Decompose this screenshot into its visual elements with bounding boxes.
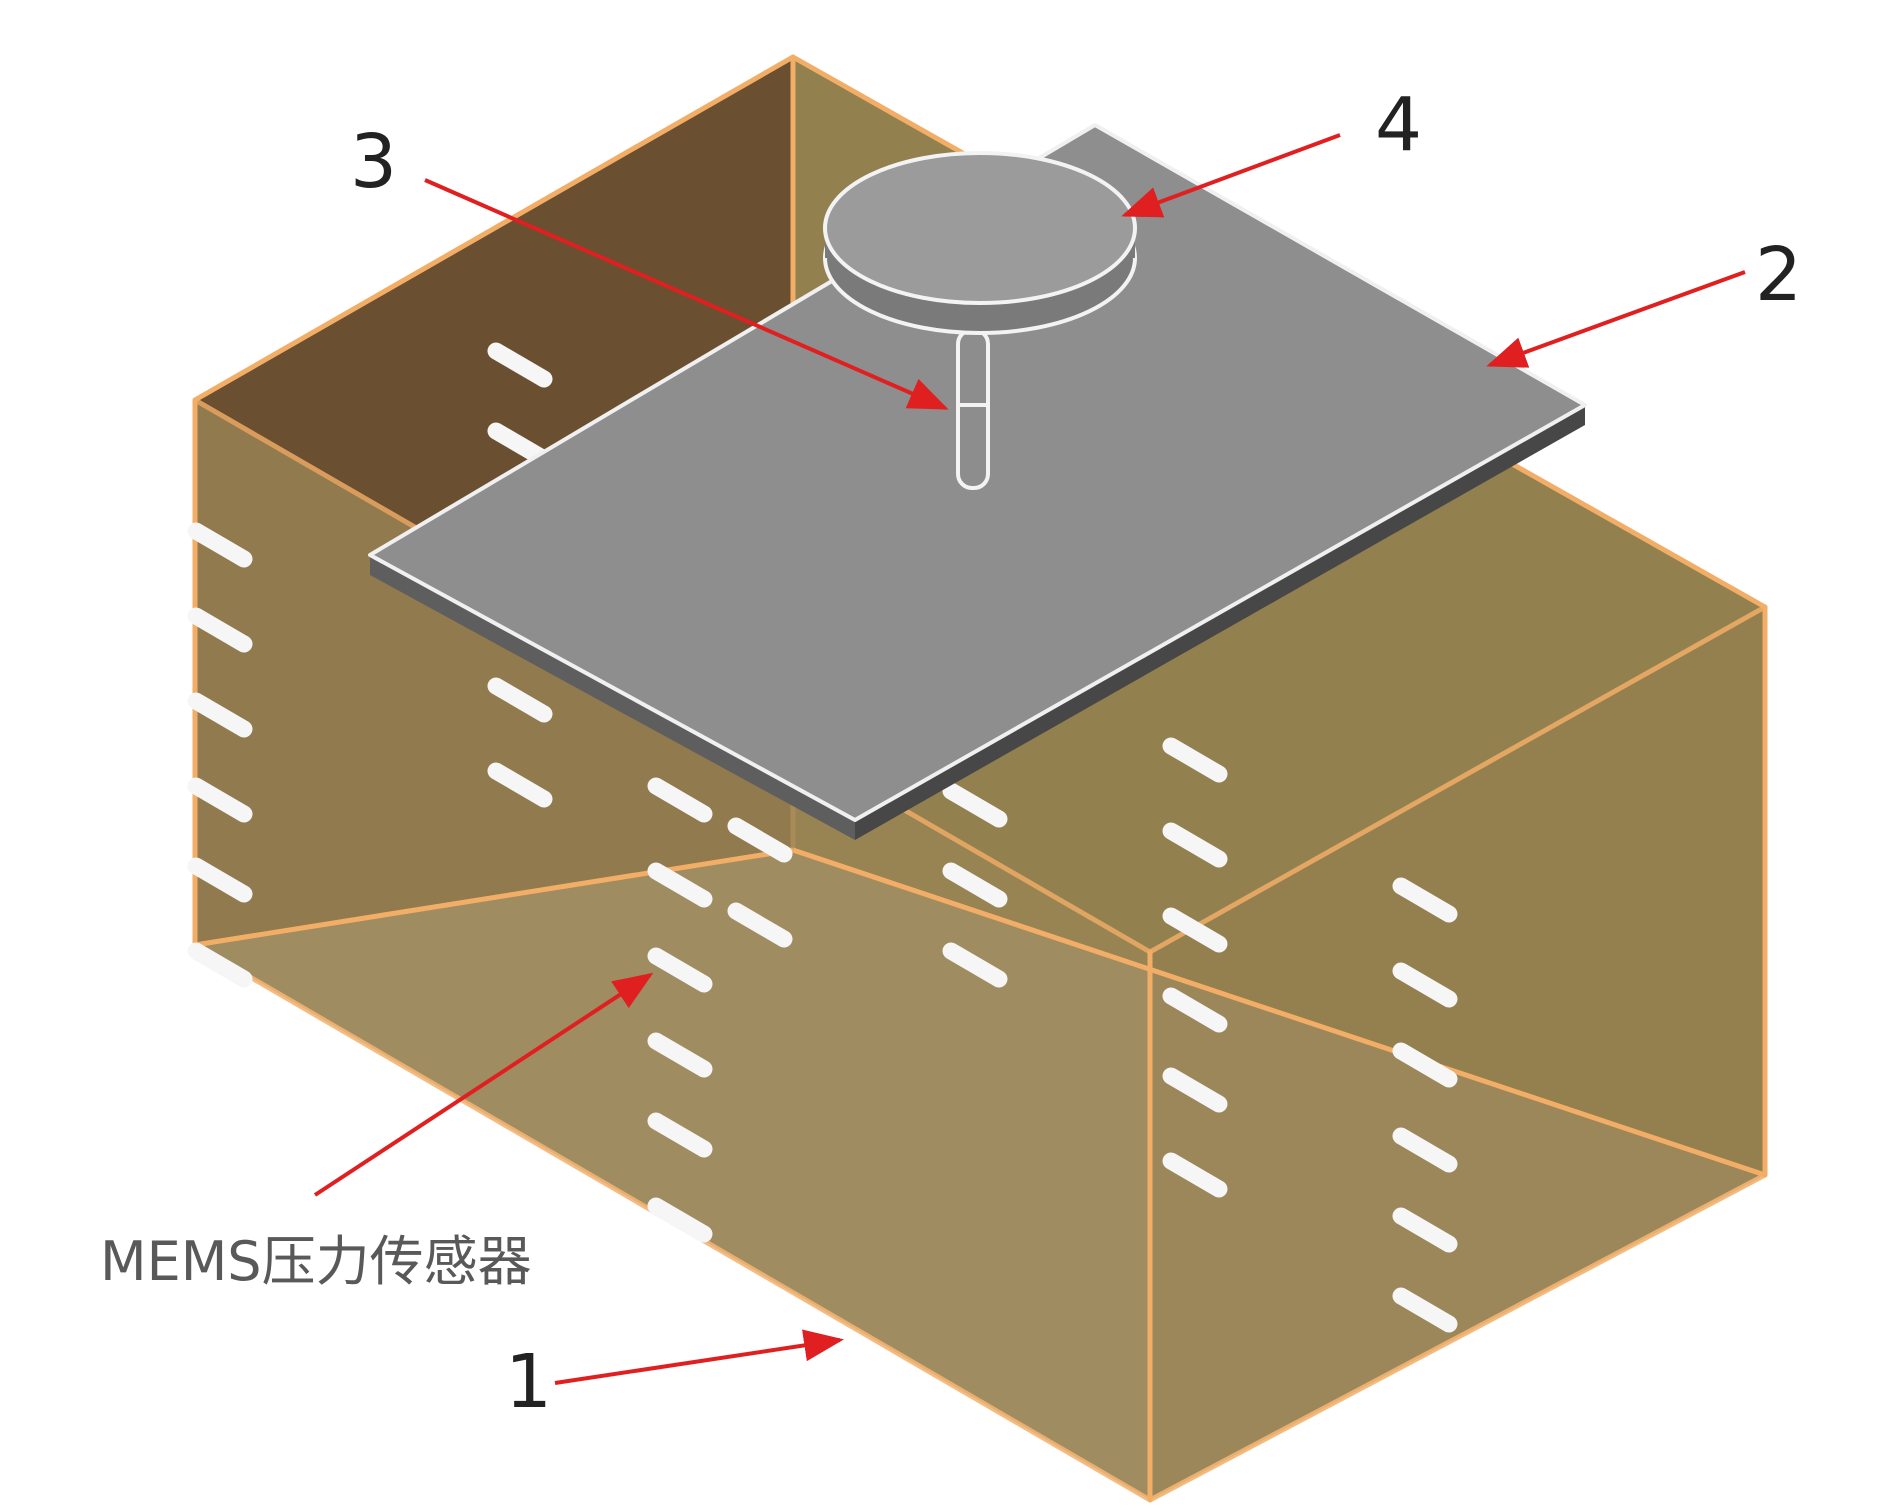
label-plate: 2 [1755,232,1802,318]
mems-pressure-sensor [187,857,253,903]
mems-pressure-sensor [487,762,553,808]
mems-pressure-sensor [1162,1067,1228,1113]
callout-labels: 3 4 2 MEMS压力传感器 1 [100,82,1802,1425]
tank-floor-edge-left [194,847,794,948]
tank-floor-edge-right [792,847,1766,1178]
label-disk: 4 [1375,82,1422,168]
mems-pressure-sensor [942,862,1008,908]
mems-pressure-sensor [487,342,553,388]
arrow-plate [1486,270,1746,368]
plate-front-edge [370,555,855,840]
mems-pressure-sensor [487,677,553,723]
plate-right-edge [855,405,1585,840]
disk [823,151,1137,335]
rod [956,328,990,490]
mems-pressure-sensor [647,1197,713,1243]
mems-pressure-sensor [1392,1207,1458,1253]
mems-pressure-sensor [1392,1287,1458,1333]
label-sensor: MEMS压力传感器 [100,1230,532,1293]
mems-pressure-sensor [1392,1042,1458,1088]
mems-pressure-sensor [187,777,253,823]
mems-pressure-sensor [1162,737,1228,783]
mems-pressure-sensor [647,1032,713,1078]
arrow-disk [1121,133,1341,218]
arrow-tank [554,1329,844,1385]
mems-pressure-sensor [1392,1127,1458,1173]
label-rod: 3 [350,119,397,205]
mems-pressure-sensor [1162,987,1228,1033]
pressure-sensors [187,342,1458,1333]
mems-pressure-sensor [727,817,793,863]
mems-pressure-sensor [1162,1152,1228,1198]
mems-pressure-sensor [647,862,713,908]
mems-pressure-sensor [187,692,253,738]
label-tank: 1 [505,1339,552,1425]
rod-body [956,328,990,490]
mems-pressure-sensor [187,607,253,653]
mems-pressure-sensor [1162,822,1228,868]
disk-top [823,151,1137,305]
mems-pressure-sensor [647,1112,713,1158]
arrow-rod [424,178,949,410]
mems-pressure-sensor [647,947,713,993]
mems-pressure-sensor [1392,877,1458,923]
mems-pressure-sensor [187,522,253,568]
mems-pressure-sensor [1162,907,1228,953]
mems-pressure-sensor [727,902,793,948]
mems-pressure-sensor [187,942,253,988]
mems-pressure-sensor [942,942,1008,988]
callout-arrows [313,133,1746,1385]
mems-pressure-sensor [647,777,713,823]
mems-pressure-sensor [942,782,1008,828]
arrow-sensor [313,972,654,1197]
mems-pressure-sensor [1392,962,1458,1008]
